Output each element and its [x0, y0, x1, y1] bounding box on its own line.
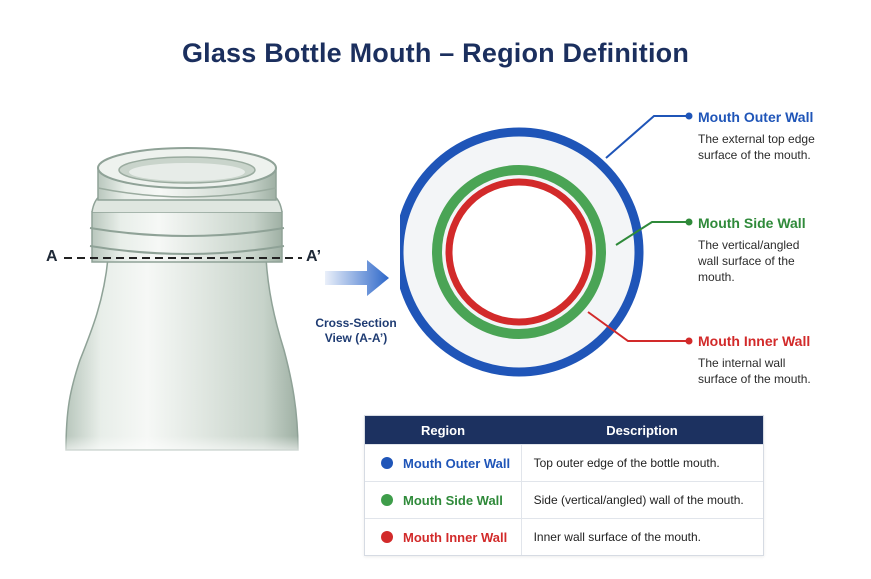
- callout-inner-wall: Mouth Inner Wall The internal wall surfa…: [698, 333, 811, 386]
- right-arrow-icon: [325, 260, 389, 296]
- page-title: Glass Bottle Mouth – Region Definition: [181, 38, 690, 68]
- table-row: Mouth Inner Wall Inner wall surface of t…: [365, 518, 763, 555]
- table-row: Mouth Outer Wall Top outer edge of the b…: [365, 444, 763, 481]
- section-mark-a-prime: A’: [306, 248, 322, 265]
- table-row: Mouth Side Wall Side (vertical/angled) w…: [365, 481, 763, 518]
- green-dot-icon: [381, 494, 393, 506]
- side-wall-ring: [432, 165, 606, 339]
- table-header: Region Description: [365, 416, 763, 444]
- inner-wall-ring: [445, 178, 593, 326]
- section-mark-a: A: [46, 248, 58, 265]
- cross-section-caption: Cross-Section View (A-A’): [315, 316, 397, 345]
- bottle-neck-illustration: [60, 147, 310, 460]
- red-dot-icon: [381, 531, 393, 543]
- blue-dot-icon: [381, 457, 393, 469]
- header-region: Region: [420, 422, 466, 438]
- callout-side-wall: Mouth Side Wall The vertical/angled wall…: [698, 215, 806, 284]
- callout-outer-wall: Mouth Outer Wall The external top edge s…: [698, 109, 815, 162]
- header-description: Description: [606, 422, 678, 438]
- cross-section-diagram: [400, 127, 644, 377]
- region-table: Region Description Mouth Outer Wall Top …: [364, 415, 764, 556]
